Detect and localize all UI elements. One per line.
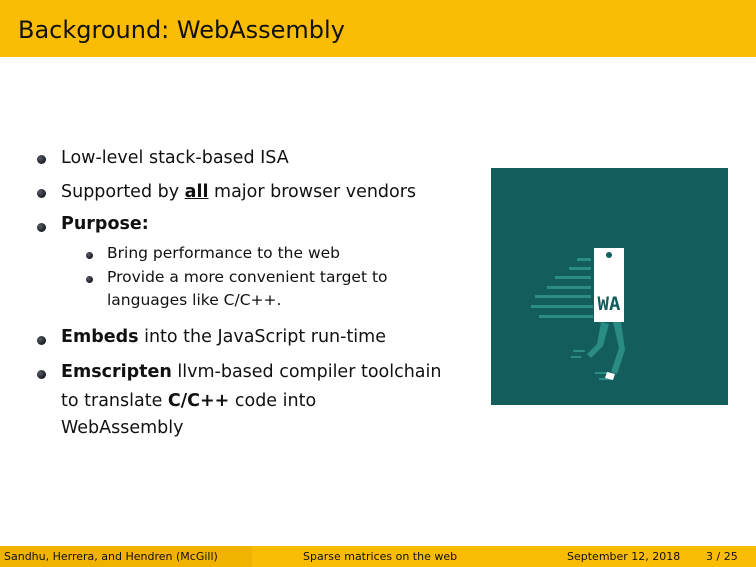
- logo-dot: [606, 252, 612, 258]
- footer-talk-title: Sparse matrices on the web: [303, 550, 458, 563]
- sub-bullet-text-target-cont: languages like C/C++.: [107, 291, 282, 309]
- bullet-icon: [37, 155, 46, 164]
- sub-bullet-text-performance: Bring performance to the web: [107, 244, 340, 262]
- emphasis-all: all: [184, 182, 209, 202]
- bullet-text-embeds: Embeds into the JavaScript run-time: [61, 327, 386, 347]
- bullet-text-emscripten-l2: to translate C/C++ code into: [61, 391, 316, 411]
- text-span: major browser vendors: [208, 182, 417, 202]
- sub-bullet-text-target: Provide a more convenient target to: [107, 268, 388, 286]
- bullet-icon: [37, 223, 46, 232]
- slide-title: Background: WebAssembly: [18, 16, 345, 44]
- footer-left-section: [0, 546, 252, 567]
- bullet-text-emscripten-l3: WebAssembly: [61, 418, 184, 438]
- sub-bullet-icon: [86, 276, 93, 283]
- emphasis-cpp: C/C++: [167, 391, 230, 411]
- text-span: Supported by: [61, 182, 185, 202]
- webassembly-running-icon: WA: [531, 248, 625, 380]
- footer-bar: Sandhu, Herrera, and Hendren (McGill) Sp…: [0, 546, 756, 567]
- logo-sign: [594, 248, 624, 322]
- bullet-text-emscripten: Emscripten llvm-based compiler toolchain: [61, 362, 441, 382]
- title-bar: Background: WebAssembly: [0, 0, 756, 57]
- bullet-icon: [37, 370, 46, 379]
- speed-lines: [531, 258, 613, 380]
- text-span: code into: [229, 391, 317, 411]
- webassembly-logo-image: WA: [491, 168, 728, 405]
- footer-date: September 12, 2018: [567, 550, 681, 563]
- logo-text: WA: [598, 293, 621, 315]
- footer-authors: Sandhu, Herrera, and Hendren (McGill): [4, 550, 218, 563]
- emphasis-emscripten: Emscripten: [61, 362, 172, 382]
- text-span: into the JavaScript run-time: [138, 327, 386, 347]
- bullet-text-isa: Low-level stack-based ISA: [61, 148, 289, 168]
- logo-leg-right: [611, 322, 625, 374]
- bullet-icon: [37, 189, 46, 198]
- emphasis-embeds: Embeds: [61, 327, 139, 347]
- text-span: to translate: [61, 391, 168, 411]
- logo-leg-left: [587, 322, 609, 358]
- text-span: llvm-based compiler toolchain: [171, 362, 442, 382]
- sub-bullet-icon: [86, 252, 93, 259]
- bullet-text-vendors: Supported by all major browser vendors: [61, 182, 416, 202]
- logo-shoe: [605, 372, 615, 380]
- bullet-icon: [37, 336, 46, 345]
- bullet-text-purpose: Purpose:: [61, 214, 149, 234]
- footer-page-number: 3 / 25: [706, 550, 738, 563]
